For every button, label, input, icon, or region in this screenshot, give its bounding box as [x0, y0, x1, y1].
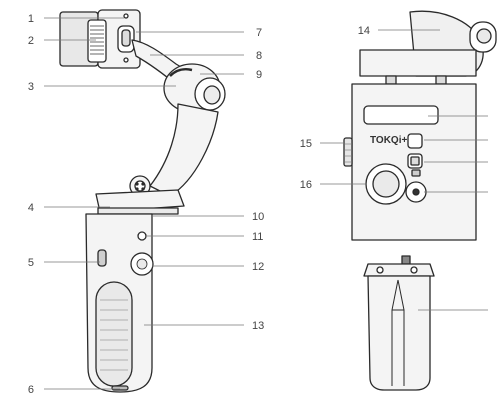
grip — [95, 281, 133, 387]
callout-labels: 1 2 3 4 5 6 7 8 9 10 11 12 13 14 15 16 — [28, 13, 370, 396]
callout-6: 6 — [28, 384, 34, 396]
callout-14: 14 — [358, 25, 370, 37]
brand-label: TOKQi+ — [370, 135, 407, 146]
mode-button — [407, 133, 423, 149]
phone-clamp — [59, 9, 141, 69]
roll-motor — [163, 63, 226, 113]
tripod-illustration — [363, 255, 435, 391]
callout-12: 12 — [252, 261, 264, 273]
vertical-arm — [149, 103, 219, 197]
side-port — [97, 249, 107, 267]
callout-7: 7 — [256, 27, 262, 39]
callout-3: 3 — [28, 81, 34, 93]
callout-5: 5 — [28, 257, 34, 269]
callout-2: 2 — [28, 35, 34, 47]
folding-block — [95, 189, 185, 213]
small-button — [137, 231, 147, 241]
callout-15: 15 — [300, 138, 312, 150]
callout-16: 16 — [300, 179, 312, 191]
callout-4: 4 — [28, 202, 34, 214]
callout-8: 8 — [256, 50, 262, 62]
control-panel-illustration: TOKQi+ — [343, 10, 497, 241]
callout-9: 9 — [256, 69, 262, 81]
gimbal-illustration — [59, 9, 226, 393]
callout-1: 1 — [28, 13, 34, 25]
callout-10: 10 — [252, 211, 264, 223]
leader-lines — [44, 17, 488, 390]
callout-11: 11 — [252, 231, 263, 243]
callout-13: 13 — [252, 320, 264, 332]
